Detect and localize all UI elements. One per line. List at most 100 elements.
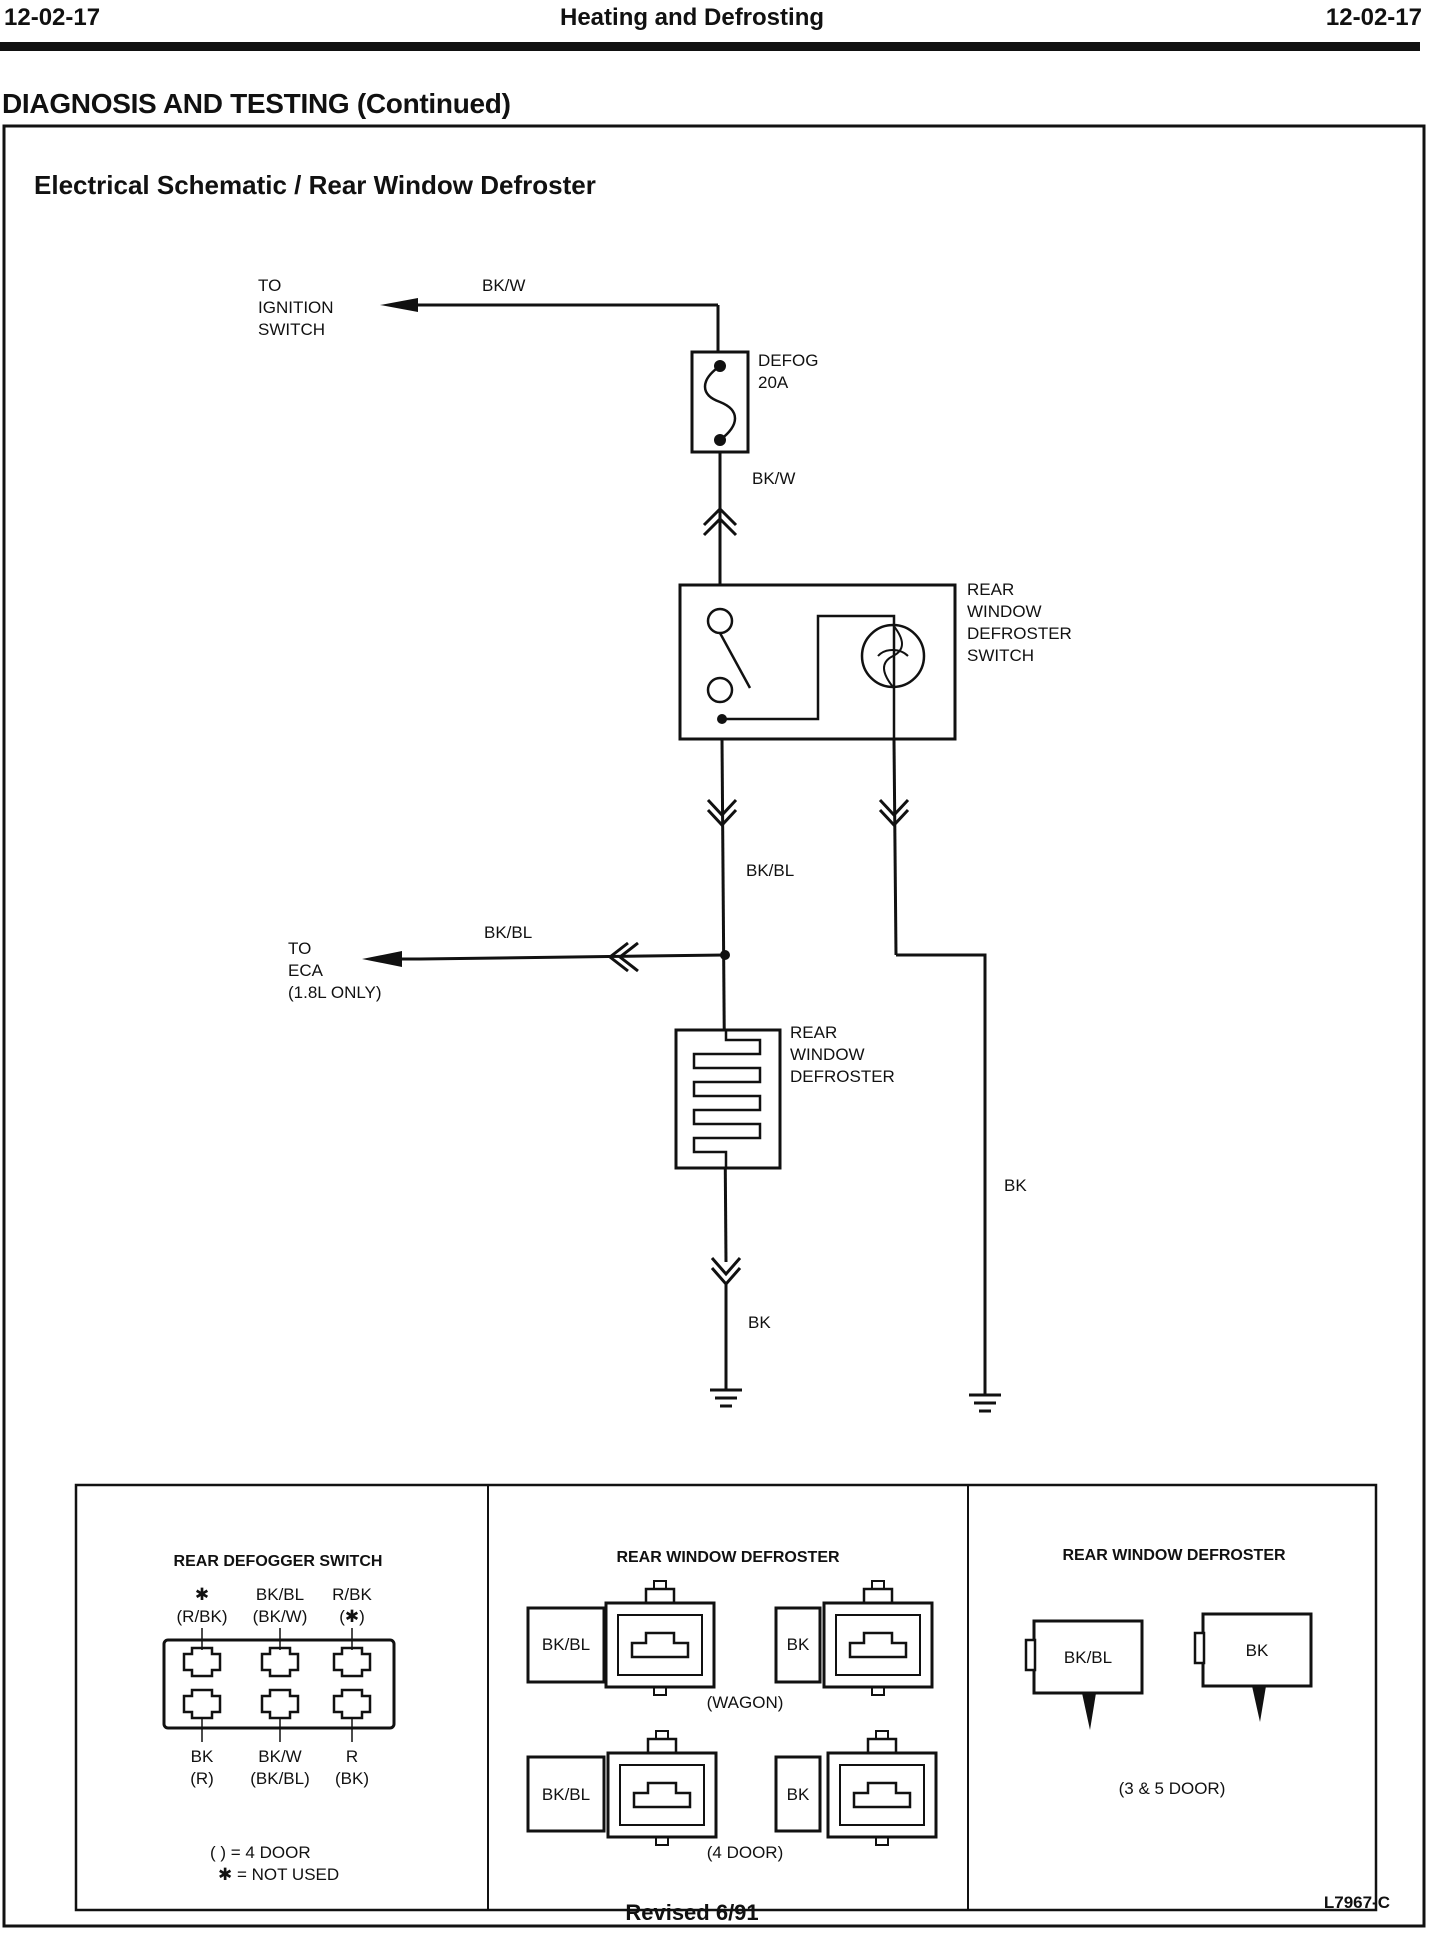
4door-right-tag: BK (787, 1785, 810, 1804)
wire-label-bkw-mid: BK/W (752, 469, 795, 488)
eca-arrow (362, 951, 402, 967)
switch-indicator-wire (722, 614, 896, 740)
defogger-pin-4 (182, 1688, 222, 1720)
panel3-connector-right: BK (1193, 1612, 1313, 1722)
4door-connector-right: BK (774, 1755, 822, 1833)
fuse-label-line1: DEFOG (758, 351, 818, 370)
switch-label-line4: SWITCH (967, 646, 1034, 665)
plug-inner (839, 1764, 925, 1826)
wagon-plug-right (822, 1580, 934, 1696)
connector-chevron-bottom-1 (710, 1257, 742, 1277)
eca-chevron-2 (607, 941, 629, 973)
panel1-bottom-pin1-b: (R) (190, 1769, 214, 1788)
defroster-switch-box (678, 583, 957, 741)
connector-chevron-left-1 (706, 798, 738, 818)
plug-latch-tip (875, 1730, 889, 1740)
wagon-caption: (WAGON) (707, 1693, 784, 1712)
panel3-left-tag: BK/BL (1064, 1648, 1112, 1667)
switch-contact-top (706, 607, 734, 635)
fuse-label-line2: 20A (758, 373, 789, 392)
section-title: DIAGNOSIS AND TESTING (Continued) (2, 88, 511, 119)
switch-label-line2: WINDOW (967, 602, 1042, 621)
panel2-title: REAR WINDOW DEFROSTER (616, 1549, 840, 1566)
plug-latch (646, 1737, 678, 1755)
wire-label-bkw-top: BK/W (482, 276, 525, 295)
panel1-bottom-pin3-b: (BK) (335, 1769, 369, 1788)
indicator-lamp-filament (883, 624, 903, 688)
plug-inner (619, 1764, 705, 1826)
defroster-grid-path (692, 1030, 762, 1168)
wire-label-bkbl-eca: BK/BL (484, 923, 532, 942)
ignition-label: TO IGNITION SWITCH (258, 276, 334, 339)
panel3-connector-left: BK/BL (1024, 1619, 1144, 1730)
panel1-title: REAR DEFOGGER SWITCH (174, 1553, 383, 1570)
plug-terminal (632, 1781, 692, 1809)
defroster-label-line2: WINDOW (790, 1045, 865, 1064)
plug-foot (871, 1686, 885, 1696)
ignition-arrow (380, 298, 418, 312)
panel1-top-pin1-b: (R/BK) (177, 1607, 228, 1626)
footer-code: L7967-C (1324, 1893, 1390, 1912)
figure-frame (2, 124, 1426, 1928)
ground-symbol-left (710, 1388, 742, 1408)
panel1-bottom-pin2-b: (BK/BL) (250, 1769, 310, 1788)
fuse-element (703, 364, 737, 441)
wire-label-bk-right: BK (1004, 1176, 1027, 1195)
connector-chevron-right-1 (878, 798, 910, 818)
ignition-label-line3: SWITCH (258, 320, 325, 339)
panel1-bottom-pin1-a: BK (191, 1747, 214, 1766)
footer-revised: Revised 6/91 (625, 1900, 758, 1925)
panel1-top-pin3-b: (✱) (339, 1607, 365, 1626)
4door-connector-left: BK/BL (526, 1755, 606, 1833)
connector-chevron-left-2 (706, 808, 738, 828)
eca-label-line3: (1.8L ONLY) (288, 983, 382, 1002)
defroster-label-line3: DEFROSTER (790, 1067, 895, 1086)
panel1-legend-not-used: ✱ = NOT USED (218, 1865, 339, 1884)
indicator-lamp-arc (877, 649, 909, 657)
plug-latch (866, 1737, 898, 1755)
plug-latch-tip (871, 1580, 885, 1590)
connector-chevron-upper-2 (702, 516, 738, 537)
plug-terminal (852, 1781, 912, 1809)
4door-left-tag: BK/BL (542, 1785, 590, 1804)
plug-latch-tip (653, 1580, 667, 1590)
wagon-right-tag: BK (787, 1635, 810, 1654)
panel1-bottom-pin3-a: R (346, 1747, 358, 1766)
4door-caption: (4 DOOR) (707, 1843, 784, 1862)
wire-label-bk-bottom: BK (748, 1313, 771, 1332)
defogger-pin-3 (332, 1646, 372, 1678)
header-title: Heating and Defrosting (560, 4, 825, 31)
panel1-bottom-pin2-a: BK/W (258, 1747, 301, 1766)
eca-chevron-1 (617, 941, 639, 973)
eca-label-line1: TO (288, 939, 311, 958)
plug-latch-tip (655, 1730, 669, 1740)
header-rule (0, 42, 1420, 51)
wire-lamp-ground (892, 739, 898, 956)
wagon-plug-left (604, 1580, 716, 1696)
defogger-pin-1 (182, 1646, 222, 1678)
header-left-code: 12-02-17 (4, 4, 101, 31)
ground-symbol-right (969, 1393, 1001, 1413)
ignition-label-line2: IGNITION (258, 298, 334, 317)
panel1-top-pin3-a: R/BK (332, 1585, 372, 1604)
panel3-right-tag: BK (1246, 1641, 1269, 1660)
plug-foot (653, 1686, 667, 1696)
rear-window-defroster-element (674, 1028, 782, 1170)
plug-inner (617, 1614, 703, 1676)
switch-blade (718, 632, 752, 689)
connector-chevron-right-2 (878, 808, 910, 828)
plug-foot (875, 1836, 889, 1846)
wire-bkbl-main (720, 738, 728, 1263)
plug-foot (655, 1836, 669, 1846)
4door-plug-left (606, 1730, 718, 1846)
panel3-title: REAR WINDOW DEFROSTER (1062, 1547, 1286, 1564)
wagon-connector-left: BK/BL (526, 1606, 606, 1684)
switch-contact-bottom (706, 676, 734, 704)
defogger-pin-2 (260, 1646, 300, 1678)
panel1-legend-4door: ( ) = 4 DOOR (210, 1843, 311, 1862)
plug-latch (862, 1587, 894, 1605)
panel1-top-pin1-a: ✱ (195, 1585, 209, 1604)
panel3-caption: (3 & 5 DOOR) (1119, 1779, 1226, 1798)
plug-latch (644, 1587, 676, 1605)
